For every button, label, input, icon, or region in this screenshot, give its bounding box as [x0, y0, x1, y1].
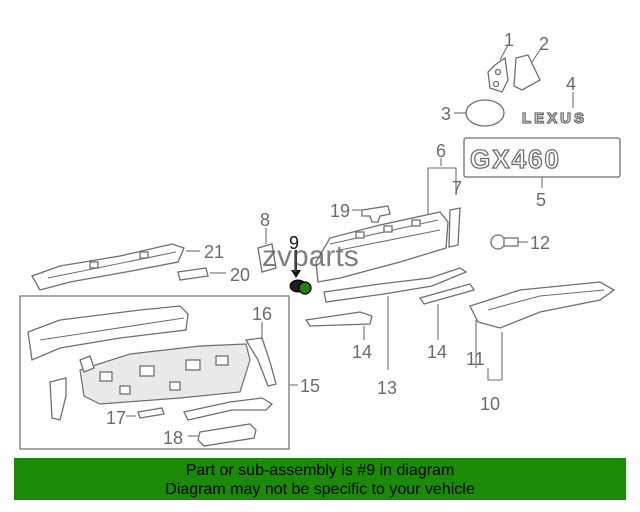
part-16-door-panel	[27, 305, 189, 361]
part-3-emblem-oval	[465, 99, 505, 127]
callout-15: 19	[330, 201, 350, 221]
part-10-spoiler	[469, 281, 616, 329]
part-16-cap	[79, 355, 95, 373]
part-8-bracket	[257, 243, 277, 273]
part-13-molding	[323, 267, 468, 303]
callout-21: 21	[204, 242, 224, 262]
callout-14b: 14	[427, 342, 447, 362]
part-18-strip	[137, 407, 165, 419]
part-14-molding-right	[418, 283, 476, 305]
part-2-emblem-piece	[513, 54, 541, 91]
callout-20: 20	[230, 265, 250, 285]
part-15-clip	[361, 205, 391, 223]
callout-2: 2	[539, 34, 549, 54]
callout-10: 10	[480, 394, 500, 414]
banner-line-2: Diagram may not be specific to your vehi…	[165, 481, 475, 498]
callout-4: 4	[566, 74, 576, 94]
info-banner: Part or sub-assembly is #9 in diagram Di…	[14, 458, 626, 500]
part-1-bracket	[487, 56, 509, 93]
callout-19: 18	[163, 428, 183, 448]
sub-assembly-box	[19, 295, 290, 450]
callout-17: 16	[252, 304, 272, 324]
callout-11: 11	[466, 349, 485, 369]
part-16-inner-frame	[79, 343, 251, 405]
part-20-clip	[177, 267, 209, 281]
part-16-cable	[183, 397, 274, 421]
watermark-text: zvparts	[262, 240, 359, 273]
part-4-lexus-emblem: LEXUS	[522, 110, 587, 127]
part-17-seal	[244, 337, 277, 387]
part-16-side-bracket	[49, 377, 67, 421]
callout-7: 7	[452, 178, 462, 198]
callout-3: 3	[441, 104, 451, 124]
callout-16: 15	[300, 376, 320, 396]
part-21-bracket	[31, 243, 185, 291]
part-12-bolt	[490, 234, 519, 250]
callout-12: 12	[530, 233, 550, 253]
part-9-highlighted	[289, 279, 312, 295]
callout-6: 6	[436, 141, 446, 161]
callout-18: 17	[106, 408, 126, 428]
part-14-molding-left	[304, 311, 373, 327]
part-6-garnish	[315, 211, 449, 283]
callout-14a: 14	[352, 342, 372, 362]
parts-diagram: 1 2 3 LEXUS 4 GX460 5 6 7 19 12 14 14 13	[19, 30, 621, 450]
part-19-handle	[197, 423, 257, 447]
callout-5: 5	[536, 190, 546, 210]
callout-8: 8	[260, 210, 270, 230]
callout-1: 1	[504, 30, 514, 50]
banner-line-1: Part or sub-assembly is #9 in diagram	[185, 462, 455, 479]
callout-13: 13	[377, 378, 397, 398]
callout-9: 9	[289, 233, 299, 253]
part-5-gx460-emblem: GX460	[470, 144, 561, 174]
part-7-side-trim	[448, 207, 461, 248]
